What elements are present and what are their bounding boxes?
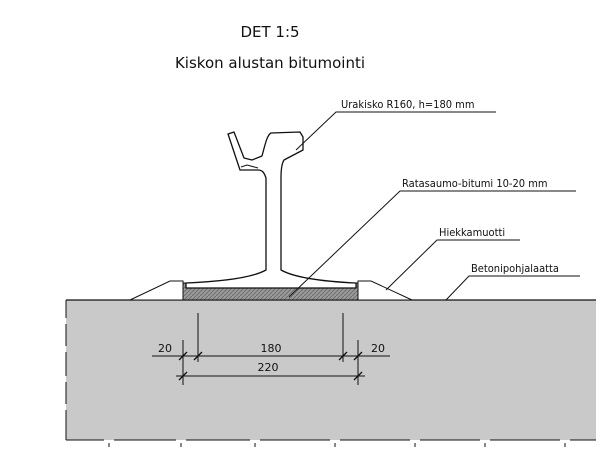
dim-right-offset: 20 (371, 342, 385, 355)
dim-left-offset: 20 (158, 342, 172, 355)
concrete-slab (65, 299, 596, 447)
bitumen-label: Ratasaumo-bitumi 10-20 mm (402, 177, 548, 190)
drawing-title: Kiskon alustan bitumointi (175, 54, 365, 72)
sand-mould-label: Hiekkamuotti (439, 226, 505, 239)
sand-mould-right (357, 280, 413, 301)
dim-foot-width: 180 (261, 342, 282, 355)
rail-label: Urakisko R160, h=180 mm (341, 98, 474, 111)
dimension-lines (152, 313, 390, 385)
label-sand-mould: Hiekkamuotti (385, 226, 520, 291)
label-rail: Urakisko R160, h=180 mm (295, 98, 496, 151)
dim-total-width: 220 (258, 361, 279, 374)
label-bitumen: Ratasaumo-bitumi 10-20 mm (288, 177, 576, 298)
drawing-scale-title: DET 1:5 (240, 23, 299, 41)
label-concrete-slab: Betonipohjalaatta (445, 262, 580, 301)
concrete-slab-label: Betonipohjalaatta (471, 262, 559, 275)
rail-profile (185, 131, 357, 289)
sand-mould-left (129, 280, 184, 301)
